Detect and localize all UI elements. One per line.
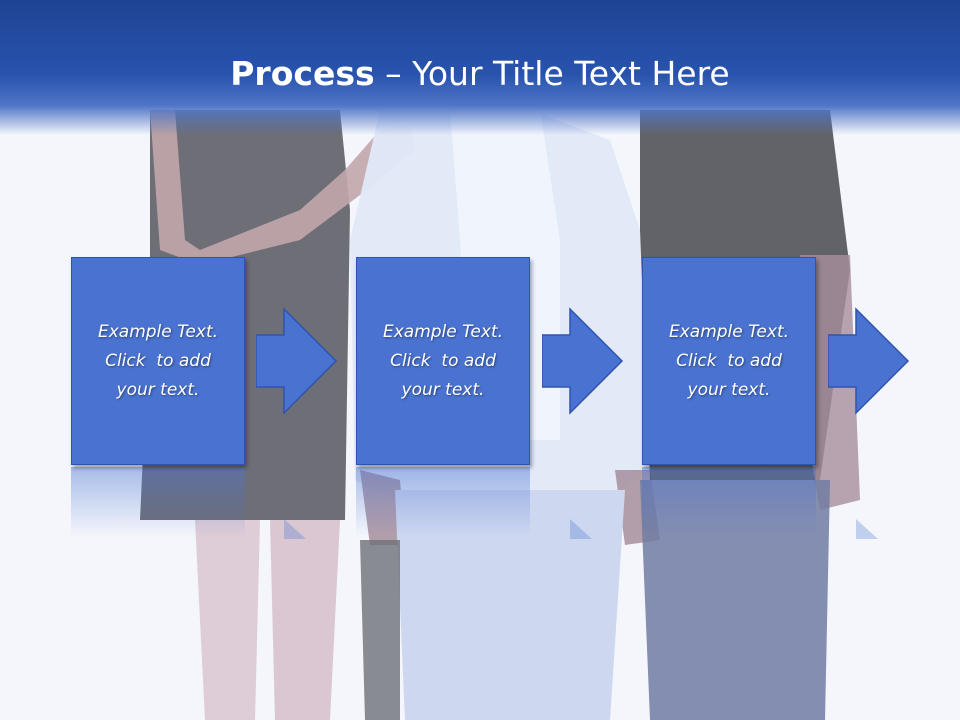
slide-title[interactable]: Process – Your Title Text Here xyxy=(0,52,960,96)
process-step-2[interactable]: Example Text. Click to add your text. xyxy=(356,257,530,465)
arrow-reflection xyxy=(856,517,878,539)
step-line-1: Example Text. xyxy=(382,321,504,342)
step-line-1: Example Text. xyxy=(668,321,790,342)
arrow-right-icon xyxy=(542,307,624,415)
box-reflection xyxy=(71,467,245,537)
process-step-3[interactable]: Example Text. Click to add your text. xyxy=(642,257,816,465)
step-line-2: Click to add xyxy=(105,350,211,371)
process-step-1[interactable]: Example Text. Click to add your text. xyxy=(71,257,245,465)
step-line-2: Click to add xyxy=(676,350,782,371)
title-separator: – xyxy=(374,54,413,93)
title-rest: Your Title Text Here xyxy=(412,54,730,93)
step-line-3: your text. xyxy=(687,379,771,400)
arrow-right-icon xyxy=(256,307,338,415)
arrow-reflection xyxy=(570,517,592,539)
step-line-1: Example Text. xyxy=(97,321,219,342)
step-line-3: your text. xyxy=(401,379,485,400)
step-text: Example Text. Click to add your text. xyxy=(83,318,233,405)
title-bold: Process xyxy=(230,54,375,93)
arrow-reflection xyxy=(284,517,306,539)
box-reflection xyxy=(642,467,816,537)
step-text: Example Text. Click to add your text. xyxy=(654,318,804,405)
step-line-2: Click to add xyxy=(390,350,496,371)
box-reflection xyxy=(356,467,530,537)
header-band xyxy=(0,0,960,135)
step-text: Example Text. Click to add your text. xyxy=(368,318,518,405)
arrow-right-icon xyxy=(828,307,910,415)
step-line-3: your text. xyxy=(116,379,200,400)
